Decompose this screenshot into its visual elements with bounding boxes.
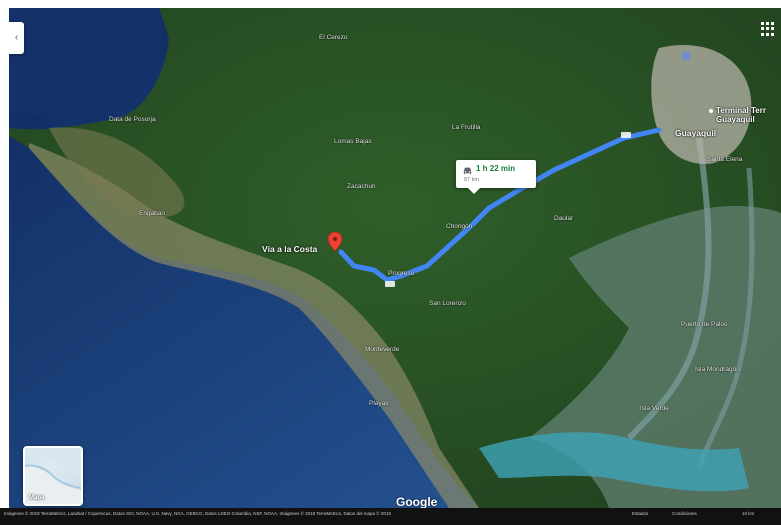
- place-label: Zacachun: [347, 183, 376, 190]
- terminal-label-line1: Terminal Terr: [716, 106, 766, 115]
- map-thumbnail-icon: [25, 448, 81, 504]
- dry-west-patch: [49, 127, 185, 218]
- city-area: [651, 44, 752, 164]
- terminal-label[interactable]: Terminal Terr Guayaquil: [716, 106, 766, 124]
- route-duration: 1 h 22 min: [476, 164, 516, 173]
- estuary: [529, 205, 781, 508]
- place-label: Playas: [369, 400, 389, 407]
- grid-icon: [761, 22, 764, 25]
- north-bay: [9, 8, 163, 116]
- satellite-map[interactable]: [9, 8, 781, 508]
- place-label: Data de Posorja: [109, 116, 156, 123]
- place-label: La Frutilla: [452, 124, 481, 131]
- place-label: San Lorenzo: [429, 300, 466, 307]
- highway-shield-east: [621, 132, 631, 138]
- destination-pin: [327, 231, 343, 252]
- place-label: El Cerezo: [319, 34, 348, 41]
- google-logo: Google: [396, 495, 438, 508]
- route-distance: 87 km: [464, 177, 479, 183]
- place-label: Engabao: [139, 210, 166, 217]
- page-left-strip: [0, 0, 9, 525]
- river-channel: [626, 137, 712, 441]
- terminal-label-line2: Guayaquil: [716, 115, 755, 124]
- place-label: Daular: [554, 215, 574, 222]
- country-link[interactable]: Estados: [632, 511, 649, 516]
- terminal-marker-icon[interactable]: [709, 109, 713, 113]
- river-channel-east: [696, 167, 755, 469]
- map-viewport[interactable]: ‹ El Cerezo La Frutilla Lomas Bajas Zaca…: [9, 8, 781, 508]
- place-label: Santa Elena: [707, 156, 743, 163]
- apps-grid-button[interactable]: [761, 22, 775, 36]
- imagery-attribution: Imágenes © 2019 TerraMetrics, Landsat / …: [4, 511, 391, 516]
- land-mass: [9, 8, 781, 508]
- place-label: Monteverde: [365, 346, 400, 353]
- place-label: Guayaquil: [675, 128, 717, 138]
- place-label: Lomas Bajas: [334, 138, 372, 145]
- chevron-left-icon: ‹: [14, 32, 19, 43]
- dry-coast: [29, 143, 479, 508]
- shallow-water: [479, 432, 749, 492]
- highway-shield-west: [385, 281, 395, 287]
- highway-shield-north: [682, 52, 690, 60]
- place-label: Puerto de Palos: [681, 321, 728, 328]
- place-label: Isla Mondragón: [695, 366, 740, 373]
- scale-label[interactable]: 10 km: [742, 511, 755, 516]
- route-line: [338, 127, 662, 283]
- page-top-strip: [0, 0, 781, 8]
- route-info-callout[interactable]: 1 h 22 min 87 km: [456, 160, 536, 194]
- destination-label[interactable]: Vía a la Costa: [262, 244, 318, 254]
- place-label: Chongón: [446, 223, 473, 230]
- car-icon: [463, 167, 472, 175]
- map-layer-toggle[interactable]: Mapa: [23, 446, 83, 506]
- collapse-panel-button[interactable]: ‹: [9, 22, 24, 54]
- place-label: Progreso: [388, 270, 415, 277]
- layer-toggle-label: Mapa: [29, 495, 45, 501]
- terms-link[interactable]: Condiciones: [672, 511, 697, 516]
- place-label: Isla Verde: [640, 405, 669, 412]
- attribution-bar: Imágenes © 2019 TerraMetrics, Landsat / …: [0, 508, 781, 525]
